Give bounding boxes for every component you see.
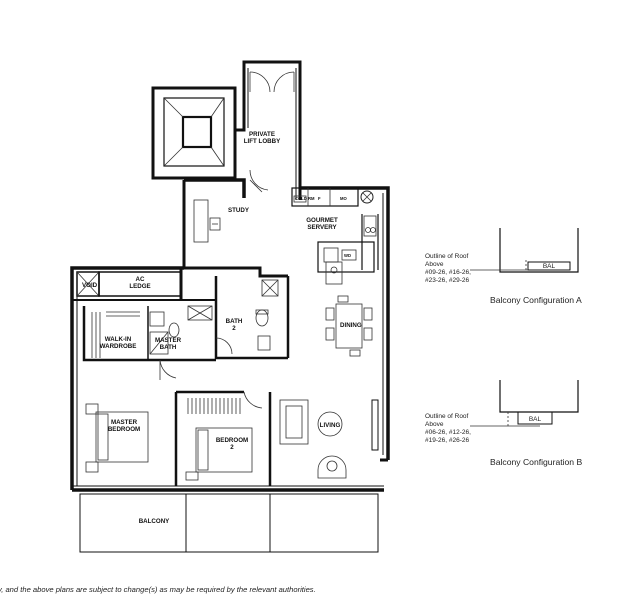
balcony-outline xyxy=(79,493,379,553)
label-wardrobe: WARDROBE xyxy=(100,343,137,350)
label-wd: WD xyxy=(344,253,351,258)
config-b-diagram xyxy=(470,380,579,428)
label-balcony: BALCONY xyxy=(139,518,170,525)
label-gourmet: GOURMET xyxy=(306,217,338,224)
label-living: LIVING xyxy=(320,422,341,429)
label-master: MASTER xyxy=(155,337,182,344)
void-ac-area xyxy=(72,266,288,301)
label-ledge: LEDGE xyxy=(129,283,150,290)
config-a-outline-1: Outline of Roof xyxy=(425,253,469,260)
label-study: STUDY xyxy=(228,207,250,214)
bath2-fixtures xyxy=(214,276,290,360)
label-bath-2: 2 xyxy=(232,325,236,332)
label-mo: MO xyxy=(340,196,347,201)
config-b-outline-1: Outline of Roof xyxy=(425,413,469,420)
config-a-title: Balcony Configuration A xyxy=(490,295,582,305)
label-servery: SERVERY xyxy=(307,224,337,231)
label-cold-rm: COLD RM xyxy=(295,196,315,201)
config-a-outline-2: Above xyxy=(425,261,444,268)
label-f: F xyxy=(318,196,321,201)
label-bedroom-2: 2 xyxy=(230,444,234,451)
label-master-bedroom-2: BEDROOM xyxy=(108,426,140,433)
config-a-diagram xyxy=(470,228,579,273)
label-bath: BATH xyxy=(226,318,243,325)
label-void: VOID xyxy=(82,282,98,289)
config-b-outline-2: Above xyxy=(425,421,444,428)
footnote: y, and the above plans are subject to ch… xyxy=(0,585,316,594)
bedroom2-furniture xyxy=(176,390,272,486)
config-b-units-2: #19-26, #26-26 xyxy=(425,437,469,444)
master-bath-fixtures xyxy=(82,305,216,380)
label-walk-in: WALK-IN xyxy=(105,336,132,343)
config-a-bal: BAL xyxy=(543,263,556,270)
kitchen-counter xyxy=(291,187,379,285)
label-private: PRIVATE xyxy=(249,131,275,138)
living-furniture xyxy=(279,399,347,479)
label-lift-lobby: LIFT LOBBY xyxy=(244,138,281,145)
config-b-title: Balcony Configuration B xyxy=(490,457,582,467)
label-master-bath: BATH xyxy=(160,344,177,351)
config-b-units-1: #06-26, #12-26, xyxy=(425,429,471,436)
lift-core xyxy=(151,86,237,180)
label-master-bedroom-1: MASTER xyxy=(111,419,138,426)
dining-set xyxy=(325,295,373,357)
label-bedroom: BEDROOM xyxy=(216,437,248,444)
study-furniture xyxy=(193,199,221,243)
label-ac: AC xyxy=(136,276,145,283)
config-a-units-2: #23-26, #29-26 xyxy=(425,277,469,284)
config-b-bal: BAL xyxy=(529,416,542,423)
master-bedroom-furniture xyxy=(85,392,178,486)
config-a-units-1: #09-26, #16-26, xyxy=(425,269,471,276)
lobby-walls xyxy=(235,60,302,200)
label-dining: DINING xyxy=(340,322,362,329)
